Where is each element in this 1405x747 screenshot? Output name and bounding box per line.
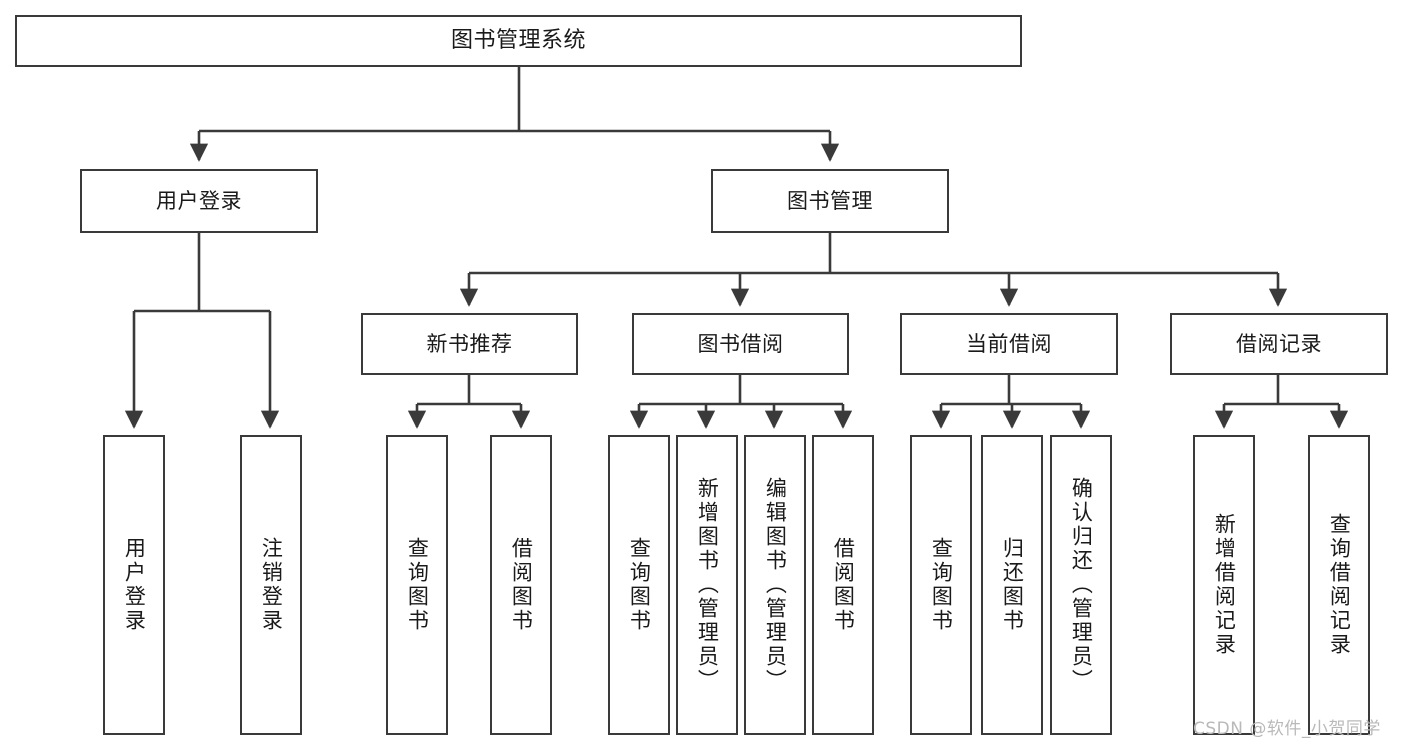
- node-root-system[interactable]: 图书管理系统: [15, 15, 1022, 67]
- node-label: 新增图书（管理员）: [695, 477, 720, 693]
- watermark-text: CSDN @软件_小贺同学: [1193, 719, 1381, 739]
- node-label: 当前借阅: [966, 331, 1052, 356]
- node-label: 查询图书: [405, 537, 430, 633]
- leaf-borrow-book-new[interactable]: 借阅图书: [490, 435, 552, 735]
- node-label: 借阅图书: [509, 537, 534, 633]
- node-label: 注销登录: [259, 537, 284, 633]
- leaf-add-borrow-record[interactable]: 新增借阅记录: [1193, 435, 1255, 735]
- node-label: 借阅图书: [831, 537, 856, 633]
- node-book-borrow[interactable]: 图书借阅: [632, 313, 849, 375]
- node-label: 图书管理系统: [450, 28, 586, 54]
- leaf-query-borrow-record[interactable]: 查询借阅记录: [1308, 435, 1370, 735]
- node-label: 用户登录: [156, 188, 242, 213]
- node-label: 查询图书: [627, 537, 652, 633]
- node-label: 图书借阅: [697, 331, 784, 356]
- leaf-confirm-return-admin[interactable]: 确认归还（管理员）: [1050, 435, 1112, 735]
- node-label: 归还图书: [1000, 537, 1025, 633]
- leaf-user-login[interactable]: 用户登录: [103, 435, 165, 735]
- node-book-management[interactable]: 图书管理: [711, 169, 949, 233]
- node-label: 确认归还（管理员）: [1069, 477, 1094, 693]
- leaf-query-book-borrow[interactable]: 查询图书: [608, 435, 670, 735]
- node-borrow-records[interactable]: 借阅记录: [1170, 313, 1388, 375]
- leaf-edit-book-admin[interactable]: 编辑图书（管理员）: [744, 435, 806, 735]
- node-label: 新增借阅记录: [1212, 513, 1237, 657]
- node-new-book-recommend[interactable]: 新书推荐: [361, 313, 578, 375]
- leaf-user-logout[interactable]: 注销登录: [240, 435, 302, 735]
- node-label: 查询图书: [929, 537, 954, 633]
- leaf-return-book[interactable]: 归还图书: [981, 435, 1043, 735]
- node-label: 借阅记录: [1236, 331, 1322, 356]
- leaf-query-book-current[interactable]: 查询图书: [910, 435, 972, 735]
- node-label: 用户登录: [122, 537, 147, 633]
- leaf-query-book-new[interactable]: 查询图书: [386, 435, 448, 735]
- node-label: 新书推荐: [426, 331, 513, 356]
- node-label: 编辑图书（管理员）: [763, 477, 788, 693]
- node-label: 图书管理: [787, 188, 873, 213]
- node-label: 查询借阅记录: [1327, 513, 1352, 657]
- leaf-borrow-book[interactable]: 借阅图书: [812, 435, 874, 735]
- leaf-add-book-admin[interactable]: 新增图书（管理员）: [676, 435, 738, 735]
- node-user-login[interactable]: 用户登录: [80, 169, 318, 233]
- node-current-borrow[interactable]: 当前借阅: [900, 313, 1118, 375]
